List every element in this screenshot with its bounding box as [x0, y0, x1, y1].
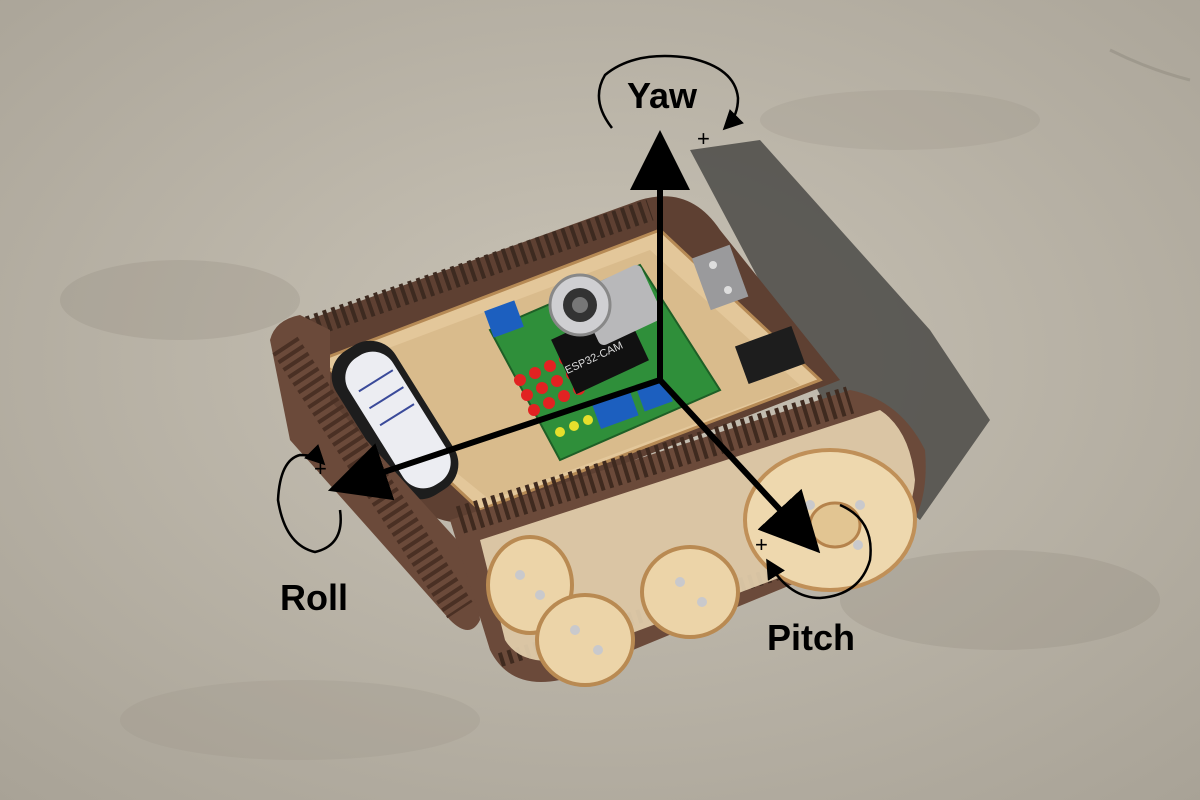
roll-label: Roll: [280, 577, 348, 618]
pitch-rotation-arc: [766, 503, 872, 600]
yaw-rotation-arc: [597, 54, 744, 131]
pitch-axis-arrow: [657, 377, 821, 554]
wheels: [486, 448, 917, 687]
roll-rotation-arc: [276, 444, 342, 554]
yaw-label: Yaw: [627, 75, 698, 116]
ground-texture: [60, 48, 1191, 760]
rotation-arcs: [276, 54, 872, 600]
pitch-plus-sign: +: [755, 532, 768, 557]
axis-arrows: [327, 130, 821, 554]
roll-axis-arrow: [327, 377, 661, 501]
roll-plus-sign: +: [314, 456, 327, 481]
mount-brackets: [691, 244, 806, 385]
yaw-plus-sign: +: [697, 126, 710, 151]
pitch-label: Pitch: [767, 617, 856, 658]
robot-shadow: [690, 140, 990, 520]
camera-module: ESP32-CAM: [548, 264, 663, 395]
